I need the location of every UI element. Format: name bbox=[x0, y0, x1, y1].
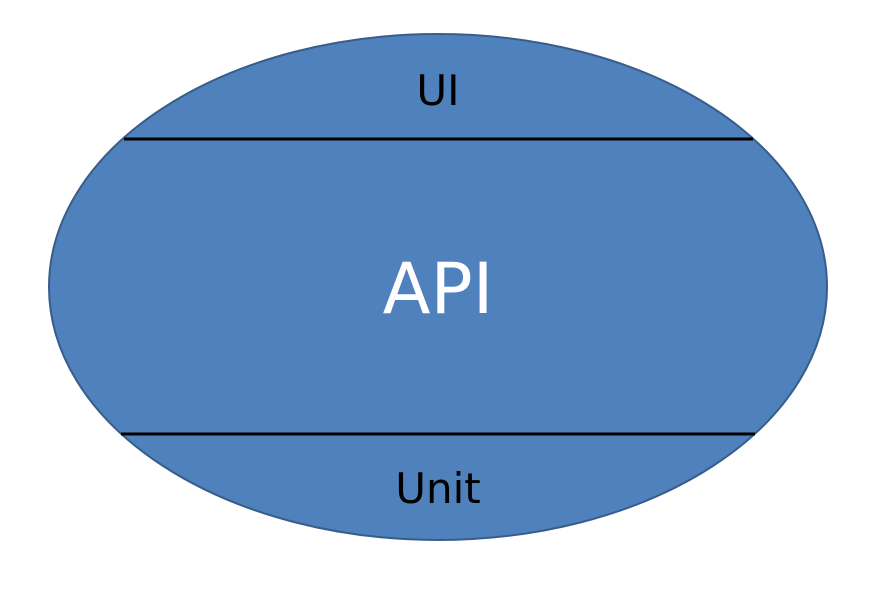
unit-layer-label: Unit bbox=[395, 464, 481, 513]
api-layer-label: API bbox=[383, 248, 494, 330]
ui-layer-label: UI bbox=[416, 66, 459, 115]
outer-ellipse bbox=[48, 33, 828, 541]
